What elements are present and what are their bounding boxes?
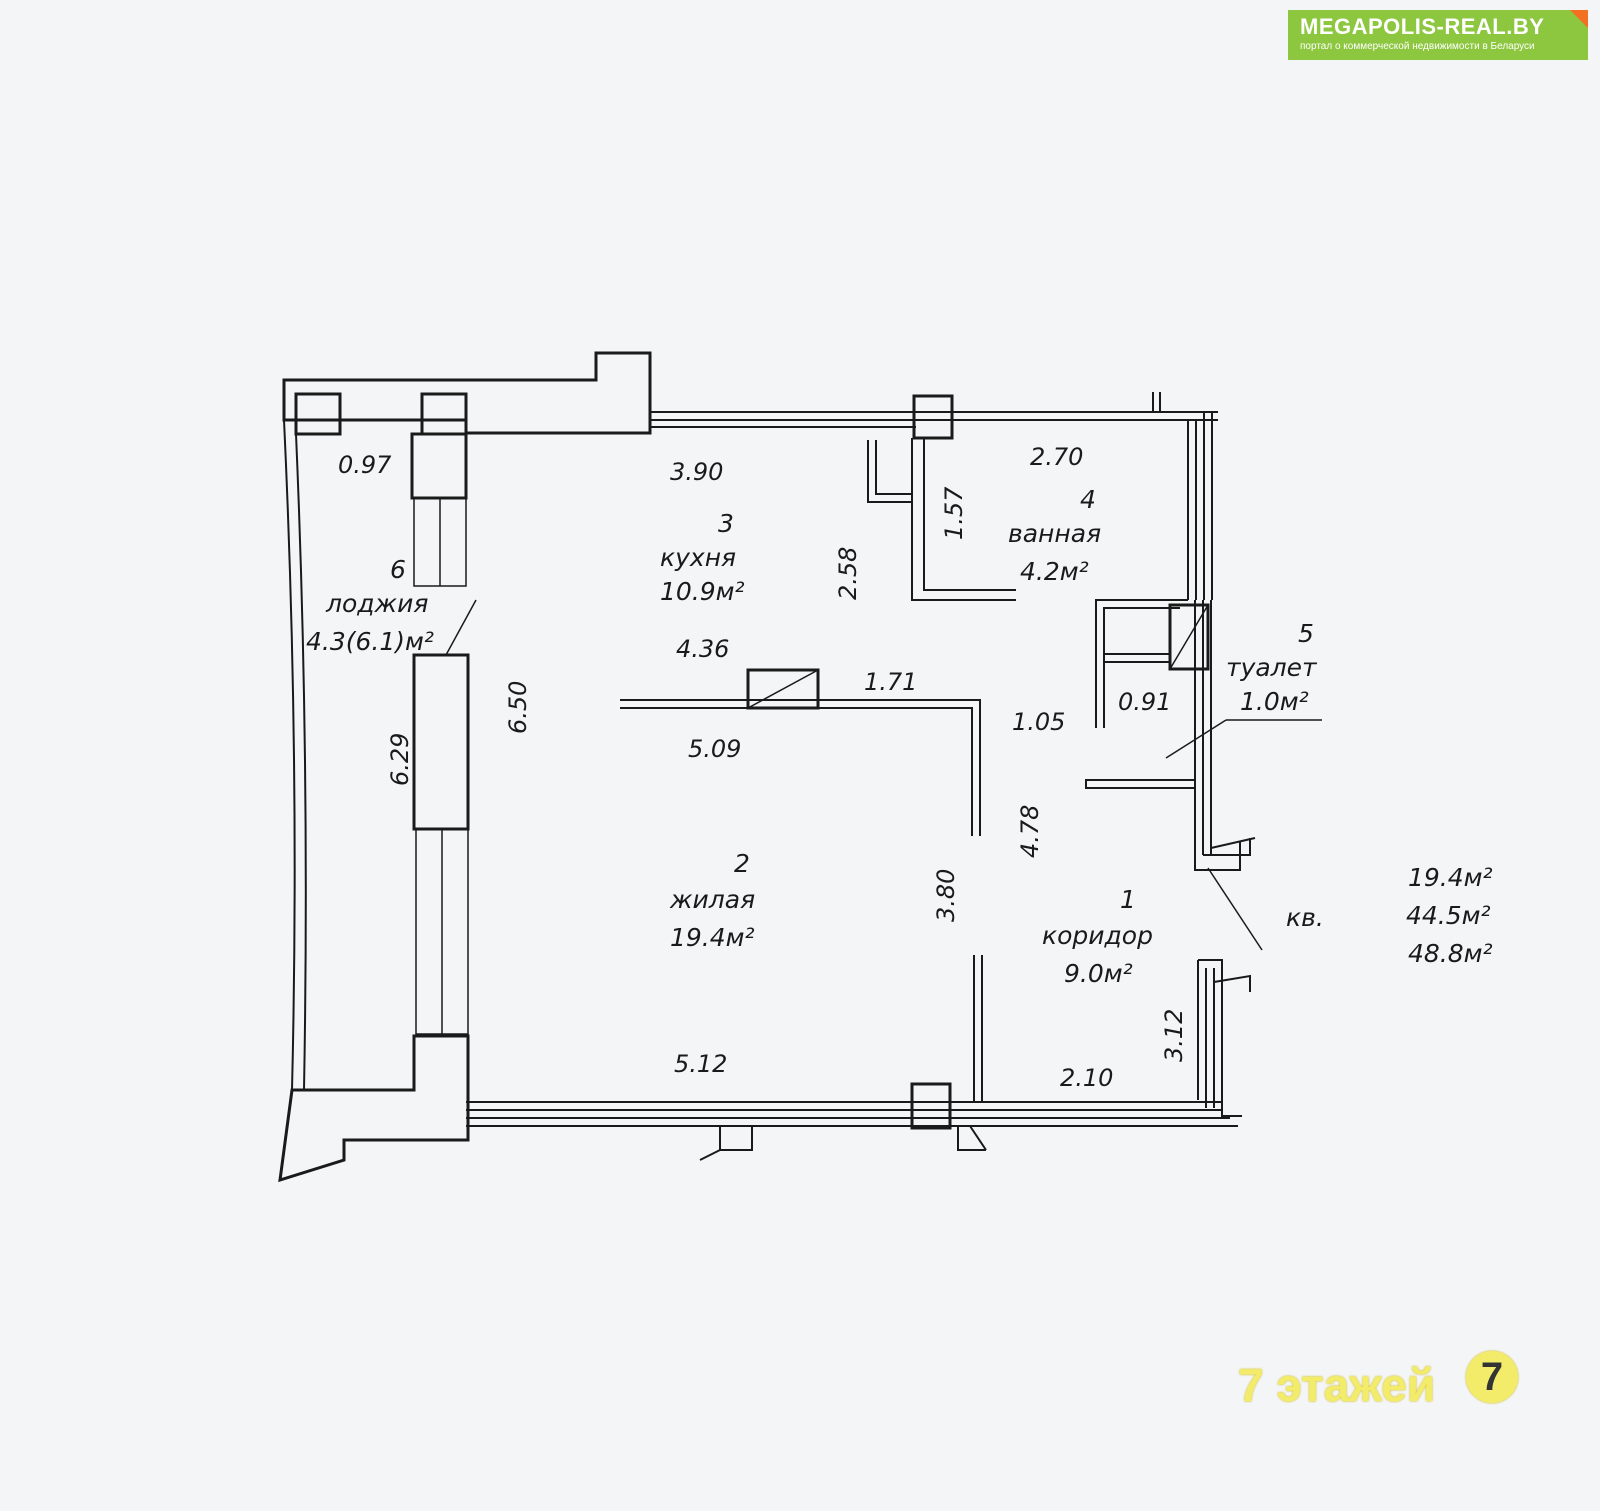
dim-loggia-width: 0.97 — [338, 451, 392, 479]
dim-passage: 1.05 — [1012, 708, 1065, 736]
dim-bath-height: 1.57 — [940, 486, 968, 540]
apartment-total-area: 44.5м² — [1406, 901, 1491, 930]
dim-toilet-width: 0.91 — [1118, 688, 1171, 716]
apartment-living-area: 19.4м² — [1408, 863, 1493, 892]
dim-loggia-length: 6.29 — [386, 733, 414, 786]
kitchen-area: 10.9м² — [660, 577, 745, 606]
floors-count-text: 7 этажей — [1238, 1359, 1436, 1411]
dim-bath-width: 2.70 — [1030, 443, 1083, 471]
living-area: 19.4м² — [670, 923, 755, 952]
exterior-top-wall — [282, 351, 1218, 440]
logo-corner-flag — [1570, 10, 1588, 28]
dim-kitchen-width: 3.90 — [670, 458, 723, 486]
dim-total-height: 6.50 — [504, 681, 532, 734]
dim-kitchen-height: 2.58 — [834, 547, 862, 600]
loggia-area: 4.3(6.1)м² — [306, 627, 434, 656]
apartment-total-with-loggia: 48.8м² — [1408, 939, 1493, 968]
dim-kitchen-length: 4.36 — [676, 635, 729, 663]
kitchen-name: кухня — [660, 543, 736, 572]
exterior-bottom-wall — [278, 1034, 1238, 1183]
bathroom-name: ванная — [1008, 519, 1101, 548]
toilet-area: 1.0м² — [1240, 687, 1309, 716]
loggia-outline — [283, 419, 477, 1091]
loggia-number: 6 — [390, 555, 406, 584]
logo-subtitle: портал о коммерческой недвижимости в Бел… — [1300, 41, 1535, 52]
bathroom-walls — [867, 438, 1016, 601]
logo-title: MEGAPOLIS-REAL.BY — [1300, 14, 1545, 39]
interior-partitions — [620, 668, 983, 1102]
dim-corridor-width: 2.10 — [1060, 1064, 1113, 1092]
dim-partition: 1.71 — [864, 668, 917, 696]
corridor-number: 1 — [1120, 885, 1136, 914]
apartment-label: кв. — [1286, 903, 1324, 932]
exterior-right-wall — [1187, 412, 1263, 1117]
toilet-number: 5 — [1298, 619, 1314, 648]
loggia-name: лоджия — [325, 589, 428, 618]
kitchen-number: 3 — [718, 509, 734, 538]
site-watermark-logo: MEGAPOLIS-REAL.BY портал о коммерческой … — [1288, 10, 1588, 60]
corridor-area: 9.0м² — [1064, 959, 1133, 988]
room-labels: 3 кухня 10.9м² 4 ванная 4.2м² 6 лоджия 4… — [306, 485, 1318, 988]
dim-corridor-length: 4.78 — [1016, 805, 1044, 858]
bathroom-number: 4 — [1080, 485, 1096, 514]
dim-living-height: 3.80 — [932, 869, 960, 922]
toilet-name: туалет — [1226, 653, 1318, 682]
dim-living-bottom: 5.12 — [674, 1050, 727, 1078]
dim-corridor-height: 3.12 — [1160, 1009, 1188, 1062]
living-number: 2 — [734, 849, 750, 878]
apartment-summary: кв. 19.4м² 44.5м² 48.8м² — [1286, 863, 1493, 968]
dimension-labels: 0.97 3.90 2.70 1.57 2.58 4.36 1.71 6.50 … — [338, 443, 1188, 1092]
floors-badge-circle: 7 — [1466, 1351, 1518, 1403]
corridor-name: коридор — [1042, 921, 1153, 950]
living-name: жилая — [669, 885, 755, 914]
dim-living-top: 5.09 — [688, 735, 741, 763]
bathroom-area: 4.2м² — [1020, 557, 1089, 586]
toilet-walls — [1085, 599, 1322, 789]
